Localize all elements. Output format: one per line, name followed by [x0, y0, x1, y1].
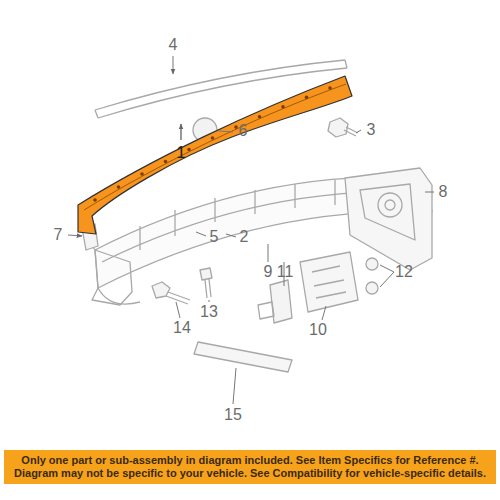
callout-number: 1 — [176, 144, 185, 161]
callout-number: 14 — [173, 320, 191, 336]
callout-number: 6 — [239, 123, 248, 139]
callout-number: 11 — [277, 264, 294, 280]
mounting-hole — [234, 125, 238, 129]
mounting-hole — [328, 86, 332, 90]
mounting-hole — [258, 115, 262, 119]
callout-number: 9 — [264, 264, 273, 280]
callout-number: 10 — [309, 322, 327, 338]
support-bracket — [258, 280, 292, 323]
mounting-hole — [117, 185, 121, 189]
notice-banner: Only one part or sub-assembly in diagram… — [4, 450, 496, 484]
leader-lines — [68, 56, 434, 404]
mounting-hole — [140, 172, 144, 176]
bolt — [200, 268, 212, 298]
callout-number: 5 — [210, 229, 219, 245]
callout-number: 4 — [169, 37, 178, 53]
air-deflector — [78, 76, 352, 234]
mounting-bracket — [345, 168, 432, 270]
callout-number: 13 — [200, 304, 218, 320]
notice-text: Only one part or sub-assembly in diagram… — [10, 454, 490, 480]
bolt — [328, 118, 358, 137]
nut — [366, 258, 378, 294]
callout-number: 15 — [224, 407, 242, 423]
license-bracket — [300, 252, 358, 312]
callout-number: 2 — [240, 229, 249, 245]
mounting-hole — [281, 105, 285, 109]
mounting-hole — [305, 96, 309, 100]
mounting-hole — [211, 136, 215, 140]
callout-number: 7 — [54, 227, 63, 243]
mounting-hole — [93, 198, 97, 202]
callout-number: 12 — [395, 264, 413, 280]
bolt — [152, 282, 190, 304]
lower-trim-bar — [194, 342, 292, 372]
callout-number: 3 — [367, 122, 376, 138]
callout-number: 8 — [439, 184, 448, 200]
mounting-hole — [164, 160, 168, 164]
mounting-hole — [187, 148, 191, 152]
